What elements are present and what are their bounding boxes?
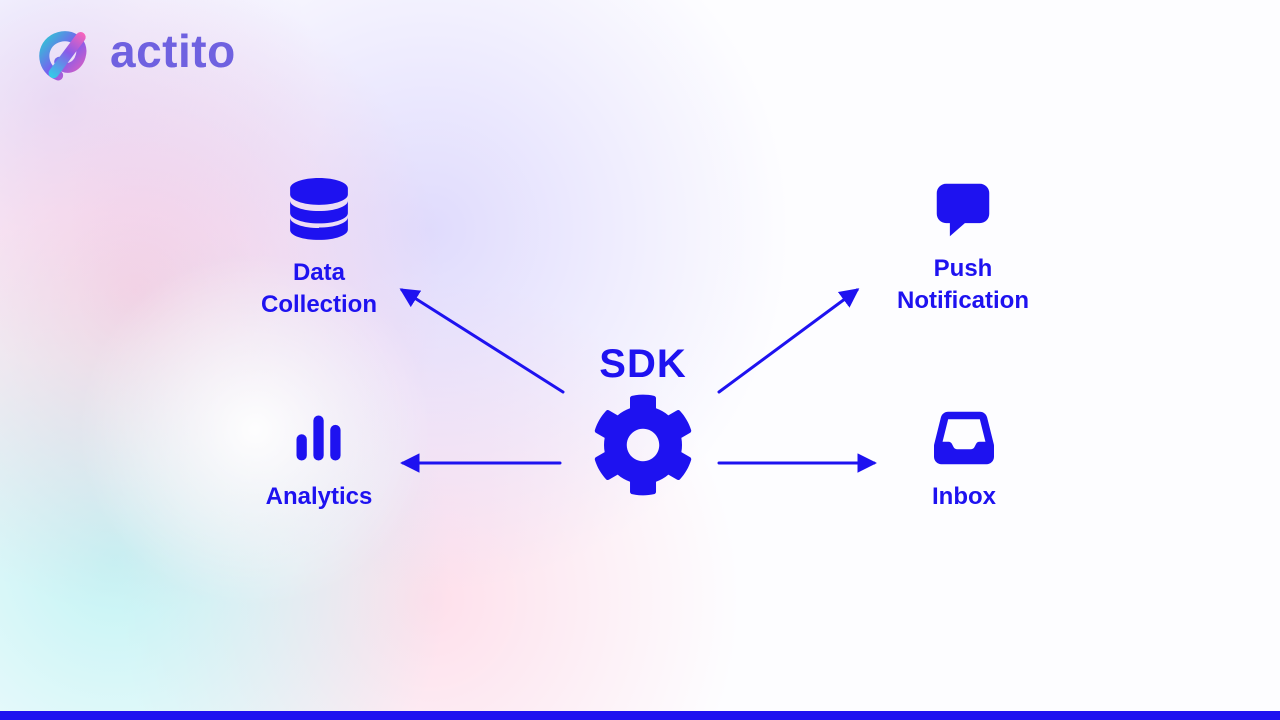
data-collection-label: Data Collection bbox=[260, 259, 377, 318]
arrow-sdk-to-push-notification bbox=[717, 288, 860, 394]
database-icon bbox=[289, 178, 349, 244]
inbox-node: Inbox bbox=[864, 408, 1064, 513]
analytics-label: Analytics bbox=[265, 483, 373, 510]
speech-bubble-icon bbox=[932, 180, 994, 240]
data-collection-node: Data Collection bbox=[219, 178, 419, 321]
push-notification-label: Push Notification bbox=[897, 255, 1029, 314]
actito-logo: actito bbox=[30, 18, 236, 90]
logo-wordmark: actito bbox=[110, 25, 236, 77]
inbox-icon bbox=[934, 408, 994, 468]
gear-icon bbox=[591, 393, 695, 497]
sdk-label: SDK bbox=[599, 342, 687, 386]
bar-chart-icon bbox=[289, 408, 349, 468]
actito-ribbon-logo-icon bbox=[30, 18, 102, 90]
push-notification-node: Push Notification bbox=[863, 180, 1063, 317]
inbox-label: Inbox bbox=[932, 483, 996, 510]
analytics-node: Analytics bbox=[219, 408, 419, 513]
arrow-sdk-to-data-collection bbox=[399, 288, 565, 394]
sdk-node: SDK bbox=[563, 342, 723, 497]
bottom-accent-bar bbox=[0, 711, 1280, 720]
